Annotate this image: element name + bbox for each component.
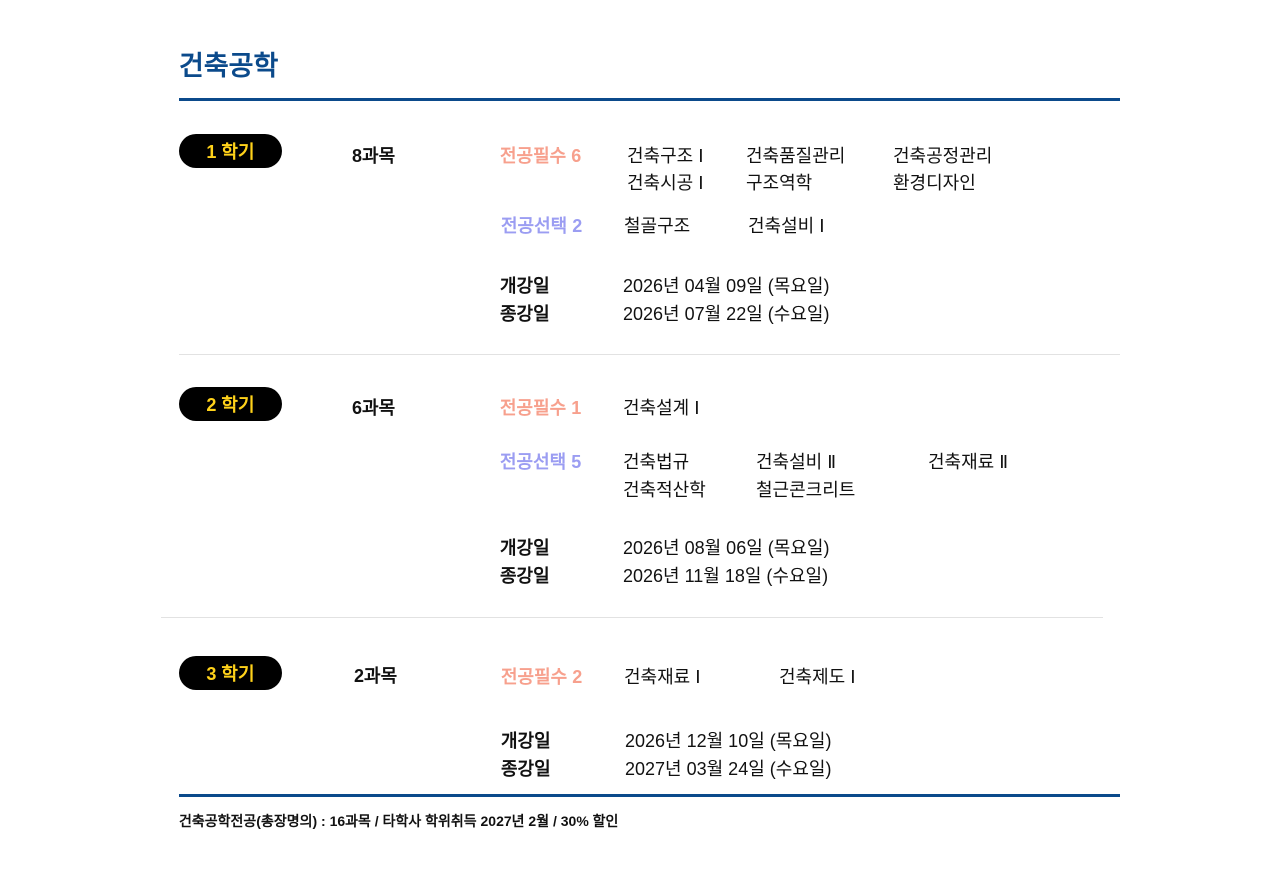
required-label-2: 전공필수 1: [500, 398, 582, 418]
start-date: 2026년 08월 06일 (목요일): [623, 538, 830, 558]
start-label: 개강일: [500, 276, 550, 296]
course-count-1: 8과목: [352, 146, 396, 166]
divider: [179, 354, 1120, 355]
bottom-divider: [179, 794, 1120, 797]
course: 건축시공 Ⅰ: [627, 173, 704, 193]
required-label-1: 전공필수 6: [500, 146, 582, 166]
course: 건축적산학: [623, 480, 706, 500]
course-count-2: 6과목: [352, 398, 396, 418]
end-label: 종강일: [501, 759, 551, 779]
end-date: 2026년 11월 18일 (수요일): [623, 566, 829, 586]
elective-label-2: 전공선택 5: [500, 452, 582, 472]
course: 건축설비 Ⅰ: [748, 216, 825, 236]
course: 건축구조 Ⅰ: [627, 146, 704, 166]
semester-badge-1: 1 학기: [179, 134, 282, 168]
course: 건축품질관리: [746, 146, 846, 166]
course: 건축제도 Ⅰ: [779, 667, 856, 687]
end-label: 종강일: [500, 304, 550, 324]
elective-label-1: 전공선택 2: [501, 216, 583, 236]
course: 건축설계 Ⅰ: [623, 398, 700, 418]
start-date: 2026년 12월 10일 (목요일): [625, 731, 832, 751]
top-divider: [179, 98, 1120, 101]
page-title: 건축공학: [179, 51, 279, 81]
end-date: 2026년 07월 22일 (수요일): [623, 304, 830, 324]
course: 구조역학: [746, 173, 813, 193]
start-date: 2026년 04월 09일 (목요일): [623, 276, 830, 296]
start-label: 개강일: [500, 538, 550, 558]
semester-badge-2: 2 학기: [179, 387, 282, 421]
course: 건축설비 Ⅱ: [756, 452, 837, 472]
course: 건축공정관리: [893, 146, 993, 166]
course: 건축재료 Ⅰ: [624, 667, 701, 687]
start-label: 개강일: [501, 731, 551, 751]
course: 철근콘크리트: [756, 480, 856, 500]
semester-badge-3: 3 학기: [179, 656, 282, 690]
required-label-3: 전공필수 2: [501, 667, 583, 687]
end-date: 2027년 03월 24일 (수요일): [625, 759, 832, 779]
course: 건축재료 Ⅱ: [928, 452, 1009, 472]
course-count-3: 2과목: [354, 666, 398, 686]
end-label: 종강일: [500, 566, 550, 586]
course: 환경디자인: [893, 173, 976, 193]
divider: [161, 617, 1103, 618]
course: 철골구조: [624, 216, 691, 236]
footer-note: 건축공학전공(총장명의) : 16과목 / 타학사 학위취득 2027년 2월 …: [179, 813, 619, 829]
course: 건축법규: [623, 452, 690, 472]
